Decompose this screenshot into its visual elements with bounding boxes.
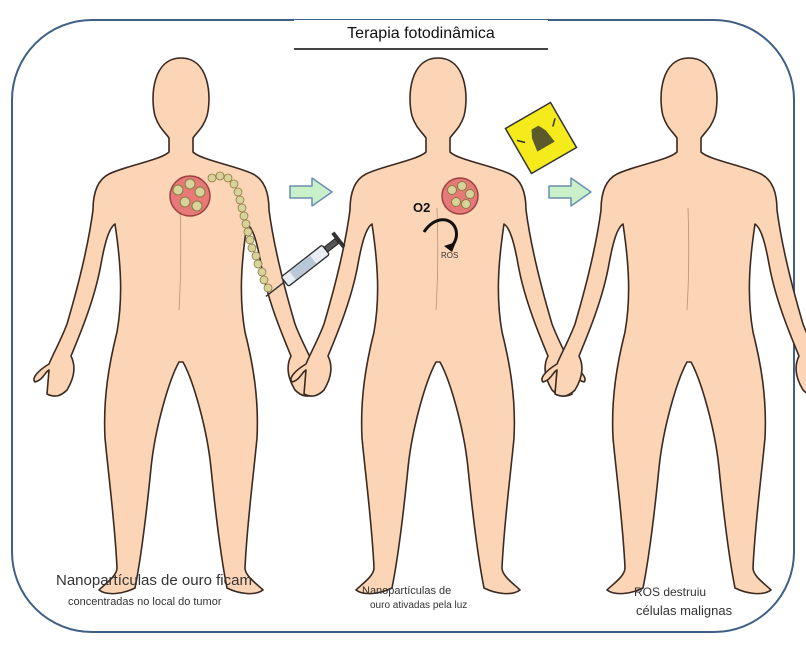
ros-label: ROS xyxy=(441,251,458,260)
activated-tumor xyxy=(442,178,478,214)
panel-3-caption-line-2: células malignas xyxy=(636,603,732,618)
panel-2-caption-line-2: ouro ativadas pela luz xyxy=(370,600,467,611)
diagram-title: Terapia fotodinâmica xyxy=(294,25,548,43)
panel-2-caption-line-1: Nanopartículas de xyxy=(362,585,451,597)
oxygen-label: O2 xyxy=(413,200,430,215)
panel-3-caption-line-1: ROS destruiu xyxy=(634,585,706,599)
title-box: Terapia fotodinâmica xyxy=(294,20,548,50)
panel-1-caption-line-2: concentradas no local do tumor xyxy=(68,596,221,608)
tumor-with-nanoparticles xyxy=(170,176,210,216)
panel-1-caption-line-1: Nanopartículas de ouro ficam xyxy=(56,572,252,589)
